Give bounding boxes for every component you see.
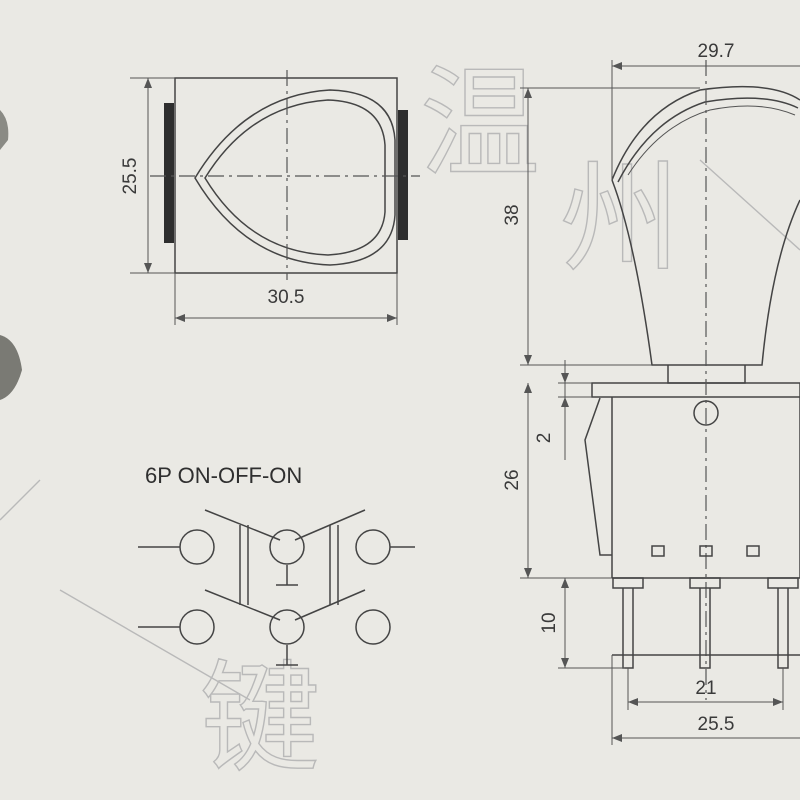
schematic: 6P ON-OFF-ON: [138, 463, 415, 666]
top-view-rocker-inner: [204, 99, 386, 256]
body-height-dim: 26: [502, 469, 523, 490]
contact-5: [269, 609, 305, 645]
top-height-dim: 25.5: [120, 158, 141, 195]
contact-4: [179, 609, 215, 645]
top-view: 25.5 30.5: [120, 70, 420, 325]
top-view-rocker-outer: [194, 89, 396, 266]
watermark: 温 州 键: [0, 54, 800, 790]
top-view-right-terminal: [398, 110, 408, 240]
terminal-span-dim: 21: [695, 678, 716, 699]
lever-body: [611, 179, 800, 366]
left-edge-object: [0, 110, 22, 400]
insulator-left: [239, 525, 249, 605]
terminal-length-dim: 10: [539, 612, 560, 633]
schematic-title: 6P ON-OFF-ON: [145, 463, 302, 488]
lever-height-dim: 38: [502, 204, 523, 225]
contact-3: [355, 529, 391, 565]
pivot-mark-1: [276, 565, 298, 586]
top-view-left-terminal: [164, 103, 174, 243]
pivot-mark-2: [276, 645, 298, 666]
contact-6: [355, 609, 391, 645]
blade-row-2: [204, 589, 366, 621]
watermark-char-3: 键: [200, 650, 320, 789]
contact-2: [269, 529, 305, 565]
body-width-dim: 25.5: [698, 714, 735, 735]
top-width-dim: 30.5: [268, 287, 305, 308]
terminal-window-2: [699, 545, 713, 557]
contact-1: [179, 529, 215, 565]
side-top-width-dim: 29.7: [698, 41, 735, 62]
terminal-window-3: [746, 545, 760, 557]
switch-body: [611, 397, 800, 578]
watermark-char-1: 温: [420, 55, 540, 194]
base-plate: [591, 382, 800, 398]
blade-row-1: [204, 509, 366, 541]
body-clip: [584, 397, 612, 556]
lever-top-outer: [611, 85, 800, 181]
side-view: 29.7 38 2 26 10 21 25.5: [502, 41, 800, 745]
watermark-char-2: 州: [560, 150, 680, 289]
body-offset-dim: 2: [534, 433, 555, 444]
lever-top-inner: [617, 97, 799, 183]
watermark-strokes: [0, 159, 800, 701]
insulator-right: [329, 525, 339, 605]
terminal-window-1: [651, 545, 665, 557]
